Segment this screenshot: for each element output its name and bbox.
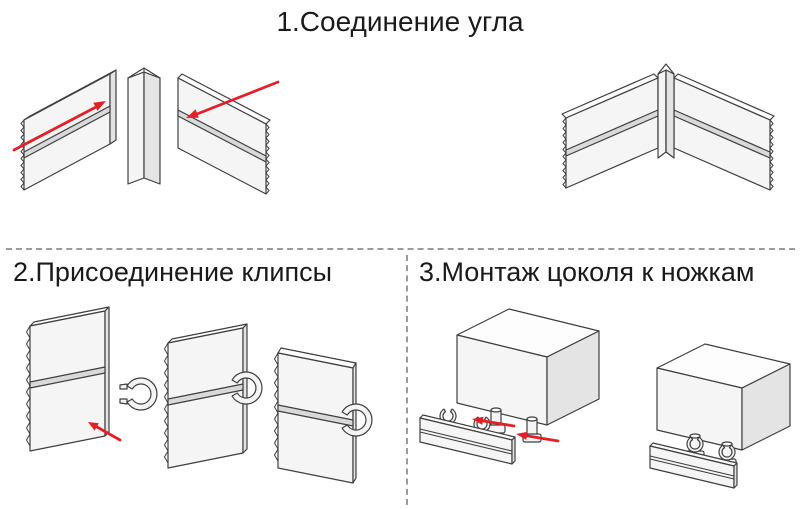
corner-exploded-drawing xyxy=(12,67,280,195)
panel-right xyxy=(673,73,775,191)
step3-title: 3.Монтаж цоколя к ножкам xyxy=(419,257,755,287)
clip-attachment-drawing xyxy=(25,306,373,484)
step2-title: 2.Присоединение клипсы xyxy=(13,257,333,287)
step1-title: 1.Соединение угла xyxy=(276,6,524,37)
panel-right xyxy=(177,73,271,195)
plinth-mounting-drawing xyxy=(419,308,791,489)
clip-attached xyxy=(341,403,373,437)
clip-detached xyxy=(119,377,158,411)
step1-exploded-illustration xyxy=(10,46,310,241)
direction-arrow-right-icon xyxy=(186,80,280,118)
mount-arrow-icon xyxy=(472,416,516,428)
mount-arrow-icon xyxy=(516,431,560,443)
profile-teeth xyxy=(769,119,774,191)
direction-arrow-left-icon xyxy=(12,101,106,152)
attach-arrow-icon xyxy=(88,422,122,442)
step3-illustration xyxy=(412,298,797,505)
vertical-divider xyxy=(406,255,408,505)
profile-teeth xyxy=(273,352,279,462)
step2-illustration xyxy=(8,298,403,505)
panel-with-arrow xyxy=(25,306,110,452)
plinth-strip-attached xyxy=(649,436,738,489)
profile-teeth xyxy=(163,342,169,464)
panel-left xyxy=(20,69,117,191)
profile-teeth xyxy=(265,123,270,195)
profile-teeth xyxy=(20,119,25,191)
panel-with-clip-front xyxy=(163,323,263,469)
cabinet-assembled xyxy=(649,343,791,489)
profile-teeth xyxy=(25,325,31,447)
panel-with-clip-rear xyxy=(273,347,373,484)
corner-profile xyxy=(127,67,161,185)
clip-attached xyxy=(718,444,736,461)
cabinet-exploded xyxy=(419,308,600,465)
panel-left xyxy=(561,73,659,189)
profile-teeth xyxy=(562,117,567,189)
step1-assembled-illustration xyxy=(548,48,793,243)
horizontal-divider xyxy=(6,248,795,250)
clip-attached xyxy=(231,371,263,405)
corner-profile xyxy=(657,63,675,159)
clip-attached xyxy=(686,436,704,453)
corner-assembled-drawing xyxy=(561,63,775,191)
